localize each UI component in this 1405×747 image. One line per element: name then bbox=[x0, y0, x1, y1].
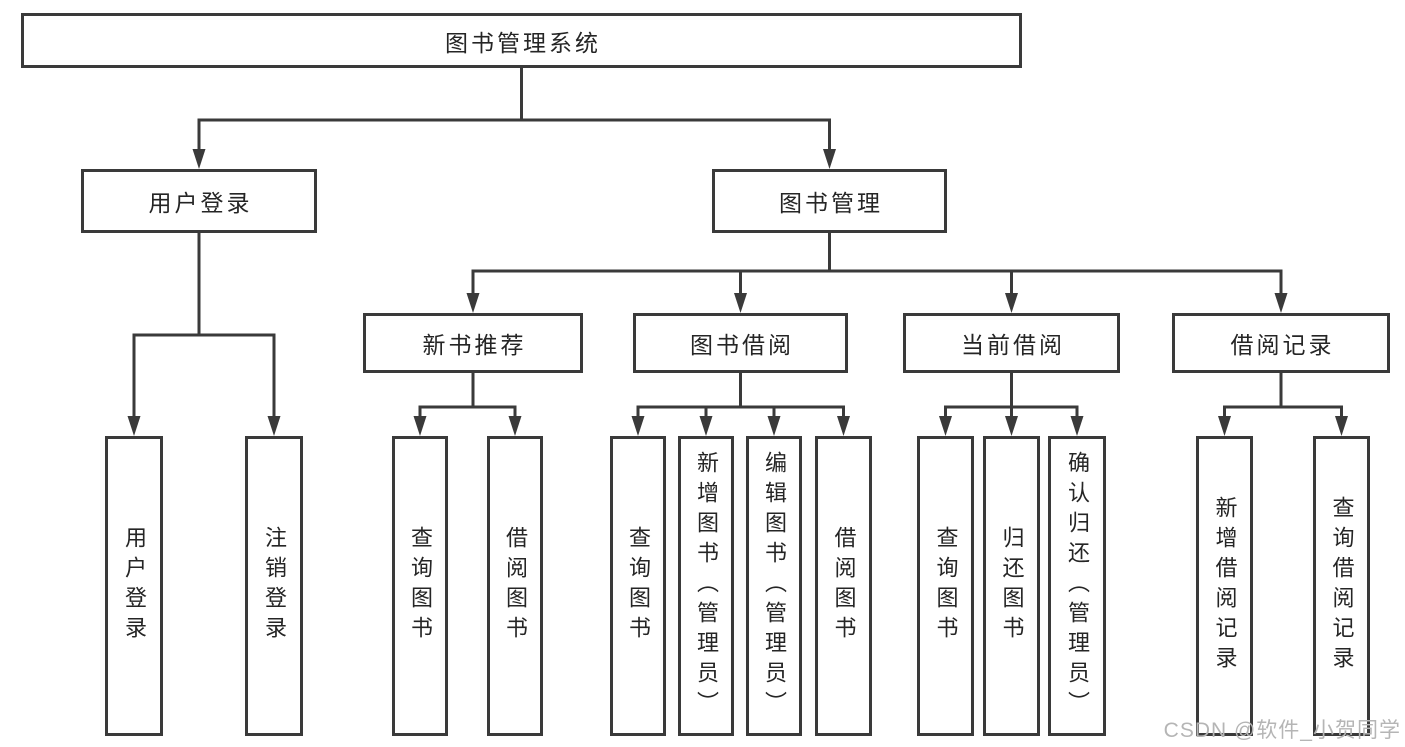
node-book-mgmt: 图书管理 bbox=[712, 169, 947, 233]
node-nbr-borrow-book: 借阅图书 bbox=[487, 436, 543, 736]
node-label: 查询图书 bbox=[933, 526, 959, 646]
arrowhead-icon bbox=[837, 416, 850, 436]
node-label: 当前借阅 bbox=[961, 332, 1065, 358]
node-leaf-logout: 注销登录 bbox=[245, 436, 303, 736]
node-label: 查询借阅记录 bbox=[1329, 496, 1355, 676]
node-cb-confirm-return: 确认归还（管理员） bbox=[1048, 436, 1106, 736]
arrowhead-icon bbox=[413, 416, 427, 436]
node-label: 用户登录 bbox=[122, 526, 147, 646]
node-label: 借阅图书 bbox=[503, 526, 528, 646]
node-current-borrow: 当前借阅 bbox=[903, 313, 1120, 373]
node-new-book-rec: 新书推荐 bbox=[363, 313, 583, 373]
arrowhead-icon bbox=[734, 293, 747, 313]
arrowhead-icon bbox=[823, 149, 836, 169]
node-nbr-query-book: 查询图书 bbox=[392, 436, 448, 736]
node-br-query-record: 查询借阅记录 bbox=[1313, 436, 1370, 736]
watermark: CSDN @软件_小贺同学 bbox=[1163, 719, 1401, 742]
node-cb-return-book: 归还图书 bbox=[983, 436, 1040, 736]
node-label: 借阅图书 bbox=[831, 526, 857, 646]
arrowhead-icon bbox=[1005, 293, 1018, 313]
node-label: 新增借阅记录 bbox=[1212, 496, 1238, 676]
node-bb-edit-book: 编辑图书（管理员） bbox=[746, 436, 802, 736]
arrowhead-icon bbox=[939, 416, 952, 436]
node-label: 归还图书 bbox=[999, 526, 1025, 646]
node-label: 确认归还（管理员） bbox=[1065, 451, 1090, 721]
node-label: 编辑图书（管理员） bbox=[762, 451, 787, 721]
node-br-add-record: 新增借阅记录 bbox=[1196, 436, 1253, 736]
node-cb-query-book: 查询图书 bbox=[917, 436, 974, 736]
node-label: 图书管理 bbox=[779, 190, 883, 216]
node-root: 图书管理系统 bbox=[21, 13, 1022, 68]
node-user-login: 用户登录 bbox=[81, 169, 317, 233]
arrowhead-icon bbox=[1218, 416, 1231, 436]
node-label: 新增图书（管理员） bbox=[694, 451, 719, 721]
node-borrow-records: 借阅记录 bbox=[1172, 313, 1390, 373]
arrowhead-icon bbox=[466, 293, 480, 313]
arrowhead-icon bbox=[192, 149, 206, 169]
node-label: 新书推荐 bbox=[422, 332, 527, 358]
node-label: 用户登录 bbox=[148, 190, 253, 216]
node-label: 借阅记录 bbox=[1230, 332, 1335, 358]
node-leaf-user-login: 用户登录 bbox=[105, 436, 163, 736]
arrowhead-icon bbox=[1335, 416, 1348, 436]
arrowhead-icon bbox=[767, 416, 781, 436]
arrowhead-icon bbox=[1005, 416, 1018, 436]
node-label: 图书借阅 bbox=[690, 332, 794, 358]
arrowhead-icon bbox=[699, 416, 713, 436]
arrowhead-icon bbox=[127, 416, 141, 436]
arrowhead-icon bbox=[1274, 293, 1288, 313]
node-label: 注销登录 bbox=[262, 526, 287, 646]
arrowhead-icon bbox=[1070, 416, 1084, 436]
arrowhead-icon bbox=[508, 416, 522, 436]
node-bb-query-book: 查询图书 bbox=[610, 436, 666, 736]
node-bb-borrow-book: 借阅图书 bbox=[815, 436, 872, 736]
node-label: 图书管理系统 bbox=[445, 29, 601, 56]
node-bb-add-book: 新增图书（管理员） bbox=[678, 436, 734, 736]
arrowhead-icon bbox=[267, 416, 281, 436]
node-book-borrow: 图书借阅 bbox=[633, 313, 848, 373]
node-label: 查询图书 bbox=[408, 526, 433, 646]
arrowhead-icon bbox=[631, 416, 645, 436]
node-label: 查询图书 bbox=[626, 526, 651, 646]
